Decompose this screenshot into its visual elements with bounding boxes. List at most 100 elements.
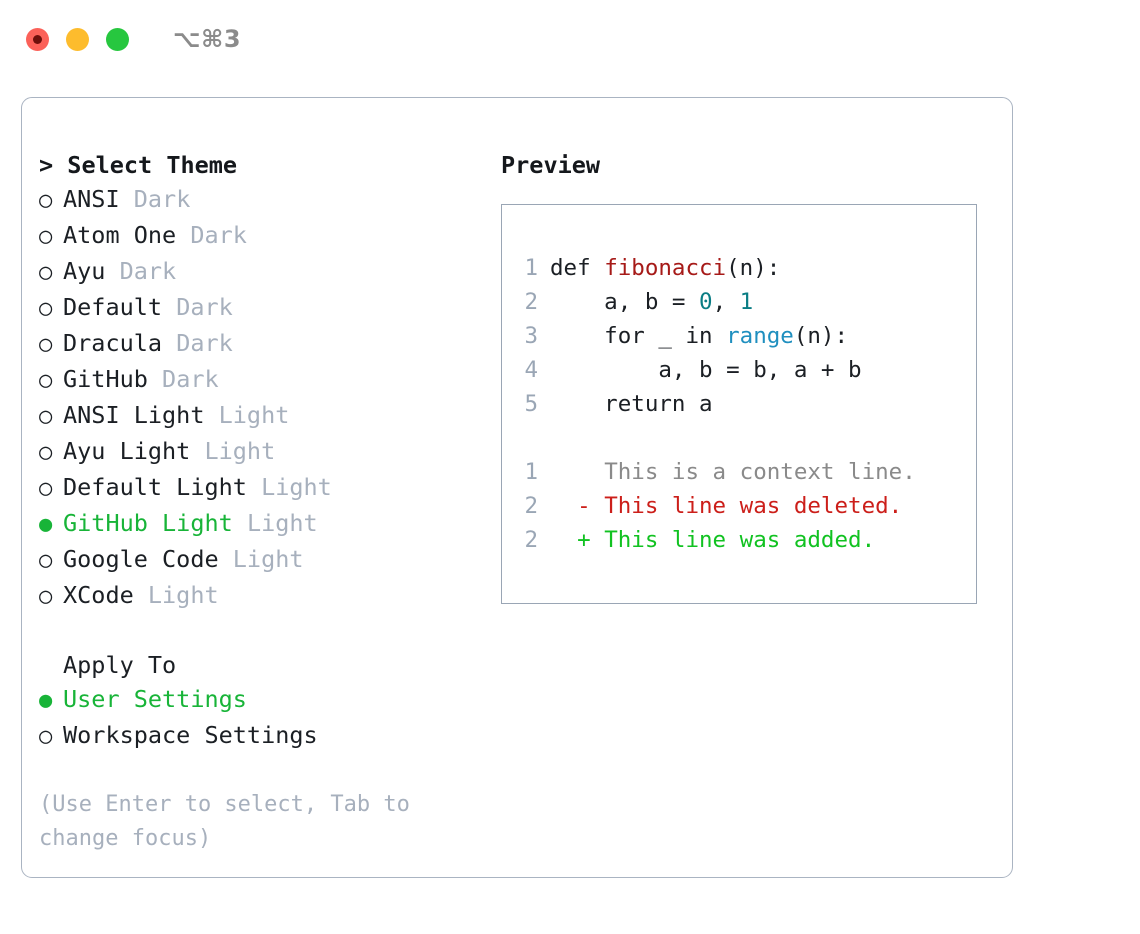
radio-unselected-icon: ○	[39, 260, 53, 285]
theme-option-variant-tag: Dark	[133, 185, 191, 213]
diff-line-del: 2 - This line was deleted.	[512, 489, 916, 523]
apply-to-option-label: User Settings	[63, 685, 247, 713]
code-token-num: 1	[739, 289, 754, 315]
theme-option-label: ANSI	[63, 185, 134, 213]
select-theme-header: > Select Theme	[39, 151, 238, 179]
apply-to-list: ● User Settings ○ Workspace Settings	[39, 682, 489, 754]
radio-unselected-icon: ○	[39, 584, 53, 609]
radio-unselected-icon: ○	[39, 332, 53, 357]
radio-unselected-icon: ○	[39, 440, 53, 465]
theme-option-ansi[interactable]: ○ ANSI Dark	[39, 182, 489, 218]
theme-option-atom-one[interactable]: ○ Atom One Dark	[39, 218, 489, 254]
theme-option-label: Google Code	[63, 545, 233, 573]
theme-option-variant-tag: Dark	[119, 257, 177, 285]
theme-option-variant-tag: Light	[147, 581, 219, 609]
code-token-plain: (n):	[793, 323, 849, 349]
theme-option-label: Default Light	[63, 473, 262, 501]
diff-line-number: 2	[524, 527, 538, 553]
diff-text: This line was deleted.	[604, 493, 903, 519]
code-line-number: 4	[524, 357, 538, 383]
theme-option-dracula[interactable]: ○ Dracula Dark	[39, 326, 489, 362]
code-line: 3 for _ in range(n):	[512, 319, 916, 353]
code-line-number: 5	[524, 391, 538, 417]
code-token-plain: def	[550, 255, 605, 281]
code-line-number: 3	[524, 323, 538, 349]
radio-unselected-icon: ○	[39, 188, 53, 213]
code-line-number: 1	[524, 255, 538, 281]
theme-option-variant-tag: Dark	[176, 293, 233, 321]
radio-unselected-icon: ○	[39, 476, 53, 501]
theme-option-default[interactable]: ○Default Dark	[39, 290, 489, 326]
code-token-fn: fibonacci	[604, 255, 727, 281]
theme-option-ansi-light[interactable]: ○ ANSI Light Light	[39, 398, 489, 434]
code-line: 2 a, b = 0, 1	[512, 285, 916, 319]
code-diff-gap	[512, 421, 916, 455]
theme-option-label: Ayu Light	[63, 437, 205, 465]
code-token-plain: return a	[550, 391, 713, 417]
diff-marker: -	[550, 493, 605, 519]
title-bar: ⌥⌘3	[0, 0, 1140, 78]
apply-to-option-label: Workspace Settings	[63, 721, 318, 749]
code-token-plain: for _ in	[550, 323, 727, 349]
diff-text: This is a context line.	[604, 459, 916, 485]
apply-to-header: Apply To	[63, 651, 177, 679]
theme-option-variant-tag: Dark	[176, 329, 233, 357]
theme-option-default-light[interactable]: ○ Default Light Light	[39, 470, 489, 506]
traffic-light-buttons	[26, 27, 129, 51]
theme-option-github-light[interactable]: ●GitHub Light Light	[39, 506, 489, 542]
theme-option-ayu[interactable]: ○Ayu Dark	[39, 254, 489, 290]
theme-option-xcode[interactable]: ○ XCode Light	[39, 578, 489, 614]
theme-option-variant-tag: Light	[232, 545, 304, 573]
code-token-plain: a, b =	[550, 289, 700, 315]
theme-option-label: GitHub	[63, 365, 163, 393]
radio-unselected-icon: ○	[39, 224, 53, 249]
diff-marker	[550, 455, 604, 489]
theme-option-google-code[interactable]: ○ Google Code Light	[39, 542, 489, 578]
diff-line-number: 1	[524, 459, 538, 485]
theme-option-variant-tag: Light	[204, 437, 276, 465]
keyboard-shortcut-label: ⌥⌘3	[173, 25, 242, 53]
theme-option-variant-tag: Dark	[190, 221, 247, 249]
theme-option-ayu-light[interactable]: ○ Ayu Light Light	[39, 434, 489, 470]
diff-line-number: 2	[524, 493, 538, 519]
radio-unselected-icon: ○	[39, 724, 53, 749]
maximize-window-button[interactable]	[106, 27, 129, 51]
theme-option-variant-tag: Dark	[162, 365, 219, 393]
radio-unselected-icon: ○	[39, 548, 53, 573]
theme-option-label: ANSI Light	[63, 401, 219, 429]
radio-unselected-icon: ○	[39, 368, 53, 393]
theme-list: ○ANSI Dark○Atom One Dark○Ayu Dark○Defaul…	[39, 182, 489, 614]
code-token-call: range	[726, 323, 794, 349]
radio-selected-icon: ●	[39, 512, 53, 537]
close-window-button[interactable]	[26, 27, 49, 51]
minimize-window-button[interactable]	[66, 27, 89, 51]
code-line: 1 def fibonacci(n):	[512, 251, 916, 285]
radio-unselected-icon: ○	[39, 296, 53, 321]
code-token-num: 0	[699, 289, 713, 315]
code-token-plain: (n):	[726, 255, 781, 281]
diff-marker: +	[550, 527, 605, 553]
apply-to-option-workspace-settings[interactable]: ○ Workspace Settings	[39, 718, 489, 754]
radio-unselected-icon: ○	[39, 404, 53, 429]
diff-line-add: 2 + This line was added.	[512, 523, 916, 557]
diff-line-ctx: 1 This is a context line.	[512, 455, 916, 489]
radio-selected-icon: ●	[39, 688, 53, 713]
apply-to-option-user-settings[interactable]: ● User Settings	[39, 682, 489, 718]
diff-block: 1 This is a context line.2 - This line w…	[512, 455, 916, 557]
theme-option-label: XCode	[63, 581, 148, 609]
code-line: 4 a, b = b, a + b	[512, 353, 916, 387]
theme-option-variant-tag: Light	[218, 401, 290, 429]
theme-option-label: Atom One	[63, 221, 191, 249]
preview-title: Preview	[501, 151, 601, 179]
theme-option-github[interactable]: ○ GitHub Dark	[39, 362, 489, 398]
theme-option-label: Dracula	[63, 329, 177, 357]
theme-picker-column: > Select Theme ○ANSI Dark○Atom One Dark○…	[39, 148, 489, 856]
keyboard-hint-text: (Use Enter to select, Tab to change focu…	[39, 792, 424, 851]
content-panel: > Select Theme ○ANSI Dark○Atom One Dark○…	[21, 97, 1013, 878]
theme-option-variant-tag: Light	[261, 473, 332, 501]
